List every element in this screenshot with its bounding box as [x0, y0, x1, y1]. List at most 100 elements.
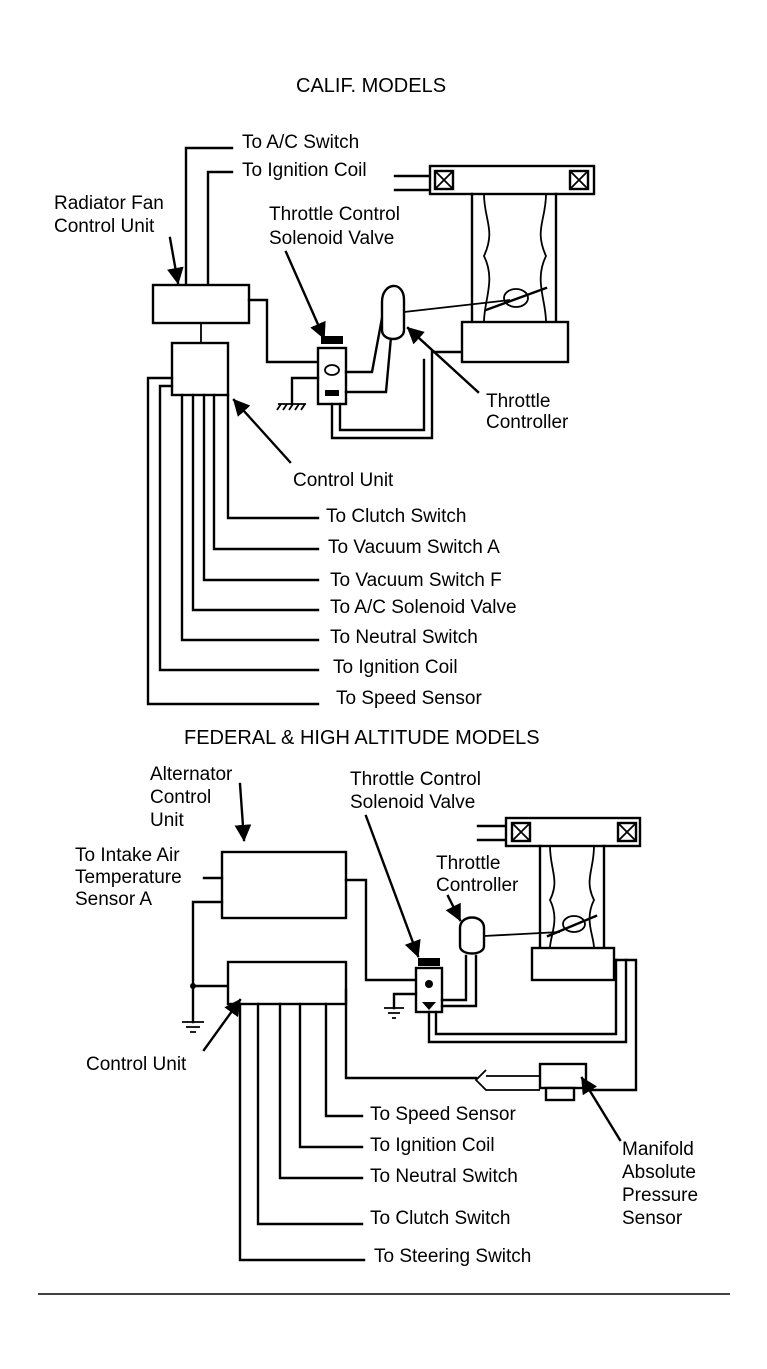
calif-output-speed-sensor: To Speed Sensor — [336, 688, 482, 709]
calif-output-vacuum-switch-f: To Vacuum Switch F — [330, 570, 502, 591]
calif-section: CALIF. MODELS To A/C Switch To Ignition … — [54, 75, 596, 709]
map-sensor-base — [544, 1086, 576, 1102]
calif-hose-4 — [338, 358, 426, 432]
calif-throttle-plate — [503, 288, 529, 308]
federal-hose-2 — [440, 954, 478, 1008]
label-intake-air-1: To Intake Air — [75, 845, 180, 866]
label-radiator-fan-2: Control Unit — [54, 216, 155, 237]
calif-ground-wire — [290, 376, 320, 406]
calif-intake-duct — [428, 164, 596, 196]
federal-title: FEDERAL & HIGH ALTITUDE MODELS — [184, 727, 540, 749]
calif-wire-ac-solenoid — [191, 393, 320, 612]
arrow-calif-throttle-controller — [406, 326, 480, 394]
calif-solenoid-port-2 — [325, 390, 339, 396]
calif-flange-left-x — [434, 170, 454, 190]
arrow-map-sensor — [580, 1076, 622, 1142]
arrow-calif-control-unit — [232, 398, 292, 464]
federal-wire-ignition — [298, 1002, 364, 1149]
calif-throttle-link — [403, 299, 511, 313]
federal-throttle-body-walls — [538, 844, 606, 950]
calif-output-neutral-switch: To Neutral Switch — [330, 627, 478, 648]
federal-wire-neutral — [278, 1002, 364, 1180]
federal-solenoid-connector — [418, 958, 440, 966]
federal-hose-3 — [427, 958, 628, 1044]
label-ignition-coil-top: To Ignition Coil — [242, 160, 367, 181]
federal-output-ignition-coil: To Ignition Coil — [370, 1135, 495, 1156]
federal-venturi-left — [548, 845, 556, 949]
arrow-alternator — [234, 782, 252, 842]
federal-solenoid-ground-wire — [392, 992, 418, 1010]
calif-wire-ignition — [158, 384, 320, 672]
federal-hose-4 — [434, 958, 618, 1036]
label-intake-air-2: Temperature — [75, 867, 182, 888]
federal-throttle-link — [483, 931, 561, 937]
federal-wire-to-map — [344, 988, 478, 1080]
federal-throttle-plate — [562, 915, 586, 933]
federal-throttle-base — [530, 946, 616, 982]
label-federal-control-unit: Control Unit — [86, 1054, 187, 1075]
calif-output-clutch-switch: To Clutch Switch — [326, 506, 466, 527]
wire-alternator-to-solenoid — [344, 878, 418, 982]
calif-throttle-base — [460, 320, 570, 364]
label-calif-throttle-controller-1: Throttle — [486, 391, 550, 412]
federal-control-unit-box — [226, 960, 348, 1006]
federal-solenoid-port-2 — [422, 1002, 436, 1010]
label-federal-throttle-controller-2: Controller — [436, 875, 519, 896]
arrow-federal-tcsv — [364, 814, 421, 958]
calif-solenoid-connector — [321, 336, 343, 344]
calif-ground-symbol — [276, 403, 306, 411]
federal-wire-speed — [324, 1002, 364, 1118]
federal-wire-clutch — [256, 1002, 364, 1226]
federal-output-neutral-switch: To Neutral Switch — [370, 1166, 518, 1187]
calif-output-ignition-coil: To Ignition Coil — [333, 657, 458, 678]
label-calif-throttle-controller-2: Controller — [486, 412, 569, 433]
calif-wire-vacuum-a — [212, 393, 320, 551]
label-calif-tcsv-2: Solenoid Valve — [269, 228, 394, 249]
calif-throttle-shaft — [484, 286, 548, 312]
arrow-calif-tcsv — [284, 250, 326, 340]
calif-control-unit-box — [170, 341, 230, 397]
wire-alternator-ground — [191, 900, 224, 1024]
federal-flange-left-x — [511, 822, 531, 842]
federal-hose-to-map — [584, 958, 638, 1092]
arrow-federal-control-unit — [202, 998, 242, 1052]
federal-venturi-right — [588, 845, 596, 949]
label-calif-control-unit: Control Unit — [293, 470, 394, 491]
federal-hose-1 — [440, 954, 468, 1002]
label-map-1: Manifold — [622, 1139, 694, 1160]
calif-flange-right-x — [569, 170, 589, 190]
wire-fan-to-solenoid — [247, 298, 320, 364]
federal-output-steering-switch: To Steering Switch — [374, 1246, 531, 1267]
map-sensor-connector — [474, 1069, 540, 1091]
calif-hose-1 — [344, 316, 384, 374]
calif-throttle-controller — [380, 284, 406, 341]
calif-wire-neutral — [180, 393, 320, 642]
calif-output-ac-solenoid-valve: To A/C Solenoid Valve — [330, 597, 517, 618]
label-alternator-3: Unit — [150, 810, 185, 831]
federal-flange-right-x — [617, 822, 637, 842]
alternator-control-unit-box — [220, 850, 348, 920]
federal-solenoid-port-1 — [425, 980, 433, 988]
federal-output-speed-sensor: To Speed Sensor — [370, 1104, 516, 1125]
arrow-radiator-fan — [167, 236, 184, 285]
label-map-3: Pressure — [622, 1185, 698, 1206]
calif-venturi-left — [483, 193, 491, 323]
federal-wire-steering — [238, 1002, 366, 1262]
federal-throttle-controller — [458, 916, 486, 955]
calif-throttle-body-walls — [470, 192, 558, 324]
calif-venturi-right — [539, 193, 547, 323]
label-federal-tcsv-2: Solenoid Valve — [350, 792, 475, 813]
label-calif-tcsv-1: Throttle Control — [269, 204, 400, 225]
calif-solenoid-port-1 — [324, 364, 340, 376]
ground-junction-dot — [190, 983, 196, 989]
map-sensor-box — [538, 1062, 588, 1090]
label-ac-switch: To A/C Switch — [242, 132, 359, 153]
calif-output-vacuum-switch-a: To Vacuum Switch A — [328, 537, 500, 558]
federal-throttle-shaft — [546, 914, 598, 938]
calif-hose-3 — [330, 350, 474, 440]
label-federal-throttle-controller-1: Throttle — [436, 853, 500, 874]
label-map-2: Absolute — [622, 1162, 696, 1183]
label-radiator-fan-1: Radiator Fan — [54, 193, 164, 214]
calif-wire-vacuum-f — [202, 393, 320, 582]
